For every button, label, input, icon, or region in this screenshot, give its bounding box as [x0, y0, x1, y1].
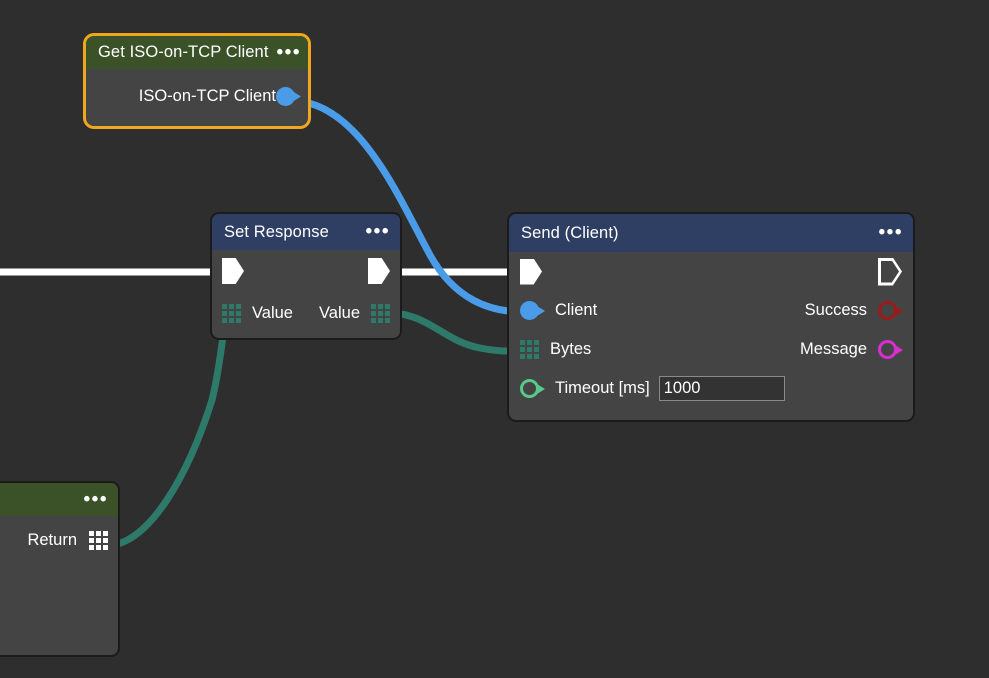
node-header-get-client[interactable]: Get ISO-on-TCP Client •••: [86, 36, 308, 69]
input-label-bytes: Bytes: [550, 340, 592, 358]
node-row-client-success: Client Success: [509, 291, 913, 330]
node-menu-icon[interactable]: •••: [365, 221, 390, 242]
bool-pin-icon[interactable]: [878, 301, 903, 320]
node-return[interactable]: ••• Return: [0, 481, 120, 657]
input-label-client: Client: [555, 301, 598, 319]
node-set-response[interactable]: Set Response ••• Value Value: [210, 212, 402, 340]
node-row-return: Return: [0, 516, 118, 564]
node-get-iso-on-tcp-client[interactable]: Get ISO-on-TCP Client ••• ISO-on-TCP Cli…: [83, 33, 311, 129]
exec-out-icon[interactable]: [368, 258, 390, 284]
input-label-timeout: Timeout [ms]: [555, 379, 650, 397]
node-title: Send (Client): [521, 223, 619, 242]
node-send-client[interactable]: Send (Client) ••• Client Success: [507, 212, 915, 422]
object-pin-icon[interactable]: [276, 86, 301, 106]
node-row-output-client: ISO-on-TCP Client: [86, 69, 308, 123]
node-header-return[interactable]: •••: [0, 483, 118, 516]
node-title: Set Response: [224, 222, 329, 241]
number-pin-icon[interactable]: [520, 379, 545, 398]
node-body: ISO-on-TCP Client: [86, 69, 308, 123]
node-row-bytes-message: Bytes Message: [509, 330, 913, 369]
node-row-exec: [509, 252, 913, 291]
exec-in-icon[interactable]: [222, 258, 244, 284]
node-menu-icon[interactable]: •••: [83, 488, 108, 510]
object-pin-icon[interactable]: [520, 301, 545, 320]
node-body: Return: [0, 516, 118, 564]
node-header-send-client[interactable]: Send (Client) •••: [509, 214, 913, 252]
exec-out-icon[interactable]: [878, 258, 902, 286]
return-grid-icon[interactable]: [89, 530, 108, 550]
node-title: Get ISO-on-TCP Client: [98, 43, 269, 61]
node-body: Value Value: [212, 250, 400, 334]
timeout-input[interactable]: [658, 376, 785, 401]
output-label: ISO-on-TCP Client: [138, 86, 276, 105]
input-value-label: Value: [252, 303, 293, 322]
node-header-set-response[interactable]: Set Response •••: [212, 214, 400, 250]
output-label-return: Return: [27, 530, 77, 549]
output-value-label: Value: [319, 303, 360, 322]
node-row-timeout: Timeout [ms]: [509, 369, 913, 408]
exec-in-icon[interactable]: [520, 258, 542, 285]
output-label-message: Message: [800, 340, 867, 358]
bytes-grid-icon-in[interactable]: [222, 303, 241, 323]
node-body: Client Success Bytes Message: [509, 252, 913, 408]
string-pin-icon[interactable]: [878, 340, 903, 359]
node-row-exec: [212, 250, 400, 292]
bytes-grid-icon[interactable]: [520, 340, 539, 359]
node-menu-icon[interactable]: •••: [276, 41, 301, 63]
output-label-success: Success: [804, 301, 867, 319]
node-menu-icon[interactable]: •••: [878, 222, 903, 243]
bytes-grid-icon-out[interactable]: [371, 303, 390, 323]
node-row-value: Value Value: [212, 292, 400, 334]
